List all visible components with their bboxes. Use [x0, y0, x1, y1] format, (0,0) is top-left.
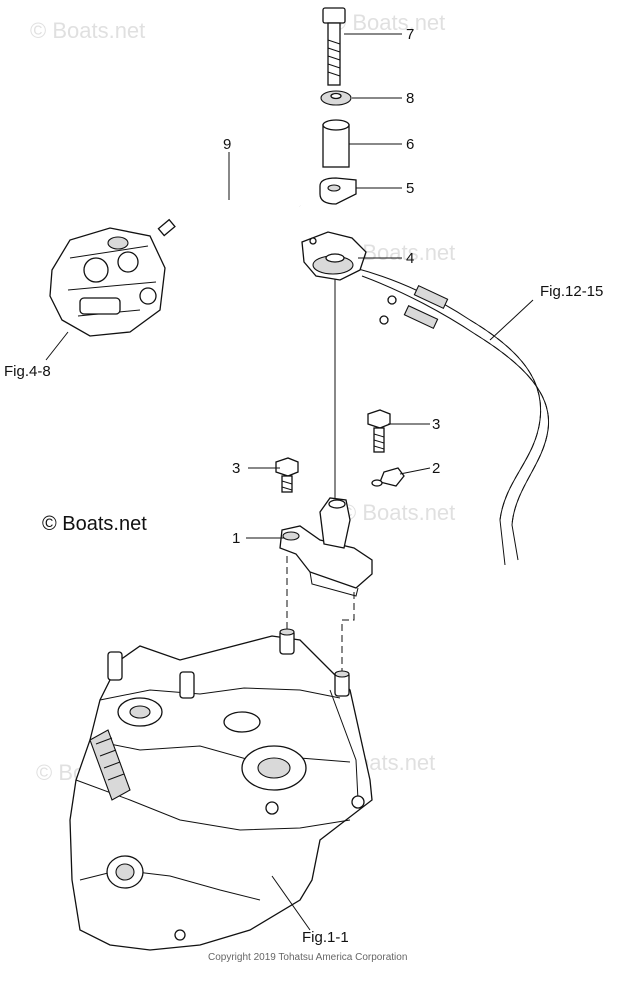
part-9-link-rod [157, 196, 302, 237]
callout-3-left: 3 [232, 460, 240, 477]
throttle-cables [354, 267, 550, 566]
cable-end-upper [413, 284, 449, 310]
ref-fig-4-8: Fig.4-8 [4, 363, 51, 380]
watermark-right: © Boats.net [330, 10, 445, 35]
powerhead-casting [69, 628, 373, 951]
callout-6: 6 [406, 136, 414, 153]
callout-1: 1 [232, 530, 240, 547]
callout-5: 5 [406, 180, 414, 197]
part-4-throttle-cam [301, 231, 367, 281]
callout-2: 2 [432, 460, 440, 477]
brand-watermark: © Boats.net [42, 513, 147, 535]
part-1-bracket [279, 497, 373, 597]
copyright-text: Copyright 2019 Tohatsu America Corporati… [208, 952, 407, 963]
ref-fig-12-15: Fig.12-15 [540, 283, 603, 300]
callout-9: 9 [223, 136, 231, 153]
figure-references: Fig.4-8 Fig.12-15 Fig.1-1 [4, 283, 603, 946]
ref-fig-1-1: Fig.1-1 [302, 929, 349, 946]
watermark-top: © Boats.net [30, 18, 145, 43]
callout-labels: 7 8 6 5 4 9 3 3 2 1 [223, 26, 440, 547]
part-6-collar [322, 119, 350, 168]
part-7-bolt [322, 7, 346, 86]
carburetor-assembly [49, 227, 166, 337]
leader-lines [45, 33, 534, 931]
part-3-screw-left [275, 457, 299, 493]
watermark-lower: © Boats.net [340, 500, 455, 525]
callout-3-right: 3 [432, 416, 440, 433]
part-8-washer [320, 90, 352, 106]
part-3-screw-right [367, 409, 391, 453]
callout-7: 7 [406, 26, 414, 43]
part-2-clamp [371, 467, 405, 487]
cable-end-lower [403, 304, 439, 330]
callout-8: 8 [406, 90, 414, 107]
callout-4: 4 [406, 250, 414, 267]
part-5-bushing [319, 177, 357, 205]
